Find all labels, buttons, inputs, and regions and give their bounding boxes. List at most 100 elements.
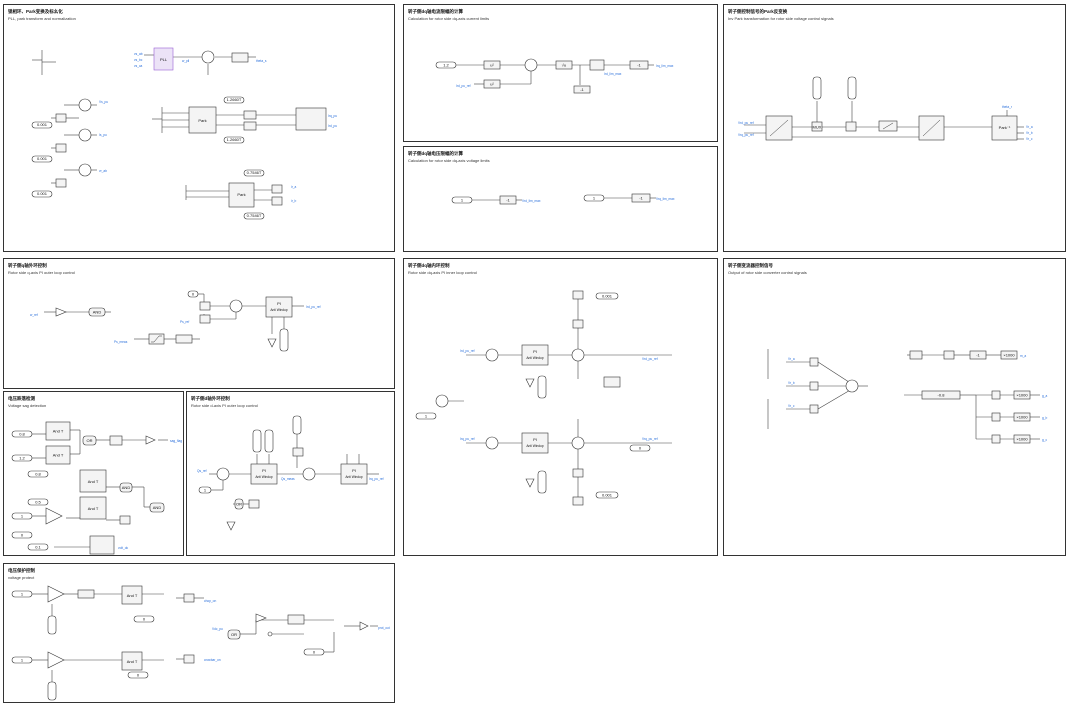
- pi-block-sub: Anti Windup: [255, 475, 272, 479]
- const-block-2: 1.2: [19, 456, 25, 461]
- signal-label: Vrd_pu_ref: [738, 121, 754, 125]
- const-block-2: 0: [639, 446, 642, 451]
- delay-label-3: 0.7546T: [247, 170, 262, 175]
- signal-label: Is_pu: [99, 133, 107, 137]
- signal-label: volt_ok: [118, 546, 129, 550]
- pll-block: PLL: [160, 57, 168, 62]
- panel-subtitle: Rotor side d-axis PI outer loop control: [191, 403, 258, 408]
- pi-block: PI: [533, 349, 537, 354]
- const-block: 1: [21, 592, 24, 597]
- or-block: OR: [236, 502, 242, 507]
- panel-title: 转子侧d轴外环控制: [191, 396, 230, 401]
- panel-subtitle: Rotor side q-axis PI outer loop control: [8, 270, 75, 275]
- voltage-sag-diagram: 0.8 And T And T OR 1.2 0.8 0.5 And T And…: [11, 421, 182, 555]
- signal-label: vr_ab: [99, 169, 107, 173]
- signal-label: Ps_ref: [180, 320, 189, 324]
- panel-d-outer-loop: 转子侧d轴外环控制 Rotor side d-axis PI outer loo…: [186, 391, 395, 556]
- pi-block-2-sub: Anti Windup: [526, 444, 543, 448]
- and-t-block-4: And T: [88, 506, 99, 511]
- voltage-protect-diagram: 1 1 And T And T 0 0 OR 0 chop_on crowbar…: [11, 585, 390, 701]
- park-block-2: Park: [237, 192, 245, 197]
- gain-block-2: 0.001: [602, 493, 613, 498]
- signal-label: vs_ab: [134, 52, 143, 56]
- pi-block-sub: Anti Windup: [526, 356, 543, 360]
- signal-label: Vr_a: [788, 357, 795, 361]
- gain-block-2: -1: [580, 87, 584, 92]
- const-block: 1: [461, 198, 464, 203]
- and-block-2: AND: [153, 505, 162, 510]
- gain-block-6: ×1000: [1016, 437, 1028, 442]
- square-block-2: u²: [490, 82, 494, 87]
- and-t-block: And T: [127, 593, 138, 598]
- panel-title: 转子侧变流器控制信号: [728, 263, 773, 268]
- panel-title: 转子侧控制信号的Park反变换: [728, 9, 788, 14]
- pi-block: PI: [277, 301, 281, 306]
- dq-inner-loop-diagram: PI Anti Windup PI Anti Windup 0.001 0.00…: [415, 290, 672, 506]
- pi-block-2-sub: Anti Windup: [345, 475, 362, 479]
- panel-pll-park: 锁相环、Park变换及标幺化 PLL, park transform and n…: [3, 4, 395, 252]
- const-block-2: 1: [21, 658, 24, 663]
- const-block-7: 0.1: [35, 545, 41, 550]
- signal-label: Qs_ref: [197, 469, 207, 473]
- or-block: OR: [87, 438, 93, 443]
- panel-subtitle: voltage protect: [8, 575, 35, 580]
- signal-label: w_pll: [182, 59, 190, 63]
- signal-label: g_c: [1042, 438, 1048, 442]
- pi-block-2: PI: [352, 468, 356, 473]
- signal-label: Irq_pu_ref: [460, 437, 475, 441]
- gain-block: -1: [976, 353, 980, 358]
- mul-block: MUX: [813, 125, 822, 130]
- signal-label: Ird_lim_max: [604, 72, 622, 76]
- const-block-2: 1: [593, 196, 596, 201]
- const-block: 0: [192, 292, 195, 297]
- signal-label: ir_b: [291, 199, 297, 203]
- signal-label: g_a: [1042, 394, 1048, 398]
- const-block: 1: [204, 488, 207, 493]
- signal-label: Ird_pu_ref: [456, 84, 471, 88]
- delay-label-2: 1.2660T: [227, 137, 242, 142]
- square-block: u²: [490, 63, 494, 68]
- panel-title: 转子侧dq轴电流限幅的计算: [408, 9, 463, 14]
- signal-label: Vrq_lim_max: [656, 197, 675, 201]
- panel-inv-park: 转子侧控制信号的Park反变换 Inv Park transformation …: [723, 4, 1066, 252]
- signal-label: Vrd_pu_ref: [642, 357, 658, 361]
- signal-label: crowbar_on: [204, 658, 221, 662]
- const-block-3: 0.8: [35, 472, 41, 477]
- panel-title: 电压跌落检测: [8, 396, 35, 401]
- and-t-block-2: And T: [127, 659, 138, 664]
- signal-label: Vr_c: [788, 404, 795, 408]
- and-t-block: And T: [53, 429, 64, 434]
- const-block-4: 0: [137, 673, 140, 678]
- const-block-4: 0.5: [35, 500, 41, 505]
- signal-label: Irq_lim_max: [656, 64, 674, 68]
- panel-title: 锁相环、Park变换及标幺化: [8, 9, 63, 14]
- panel-subtitle: Rotor side dq-axis PI inner loop control: [408, 270, 477, 275]
- signal-label: theta_r: [1002, 105, 1013, 109]
- const-block: 1.2: [443, 63, 449, 68]
- delay-label-4: 0.7546T: [247, 213, 262, 218]
- gain-label-2: 0.001: [37, 156, 48, 161]
- inv-park-block: Park⁻¹: [999, 125, 1011, 130]
- signal-label: Ird_pu_ref: [460, 349, 475, 353]
- current-limit-diagram: 1.2 u² u² √u -1 -1 Irq_lim_max Ird_lim_m…: [435, 58, 674, 94]
- gain-block-2: ×1000: [1003, 353, 1015, 358]
- panel-subtitle: Output of rotor side converter control s…: [728, 270, 807, 275]
- signal-label: Vdc_pu: [212, 627, 223, 631]
- panel-title: 转子侧dq轴内环控制: [408, 263, 450, 268]
- pll-park-diagram: PLL Park Park 1.2660T 1.2660T 0.7546T 0.…: [31, 47, 337, 220]
- const-block-5: 1: [21, 514, 24, 519]
- signal-label: vs_ca: [134, 64, 143, 68]
- signal-label: g_b: [1042, 416, 1048, 420]
- signal-label: Vr_c: [1026, 137, 1033, 141]
- gain-block: -1: [637, 63, 641, 68]
- gain-block: 0.001: [602, 294, 613, 299]
- signal-label: Qs_meas: [281, 477, 295, 481]
- panel-subtitle: Voltage sag detection: [8, 403, 47, 408]
- voltage-limit-diagram: 1 -1 1 -1 Vrd_lim_max Vrq_lim_max: [451, 193, 675, 205]
- pi-block-sub: Anti Windup: [270, 308, 287, 312]
- signal-label: Ird_pu: [328, 124, 337, 128]
- signal-label: Irq_pu_ref: [369, 477, 384, 481]
- converter-signals-diagram: -1 ×1000 -0.8 ×1000 ×1000 ×1000 Vr_a Vr_…: [767, 349, 1048, 444]
- signal-label: sag_flag: [170, 439, 182, 443]
- and-t-block-3: And T: [88, 479, 99, 484]
